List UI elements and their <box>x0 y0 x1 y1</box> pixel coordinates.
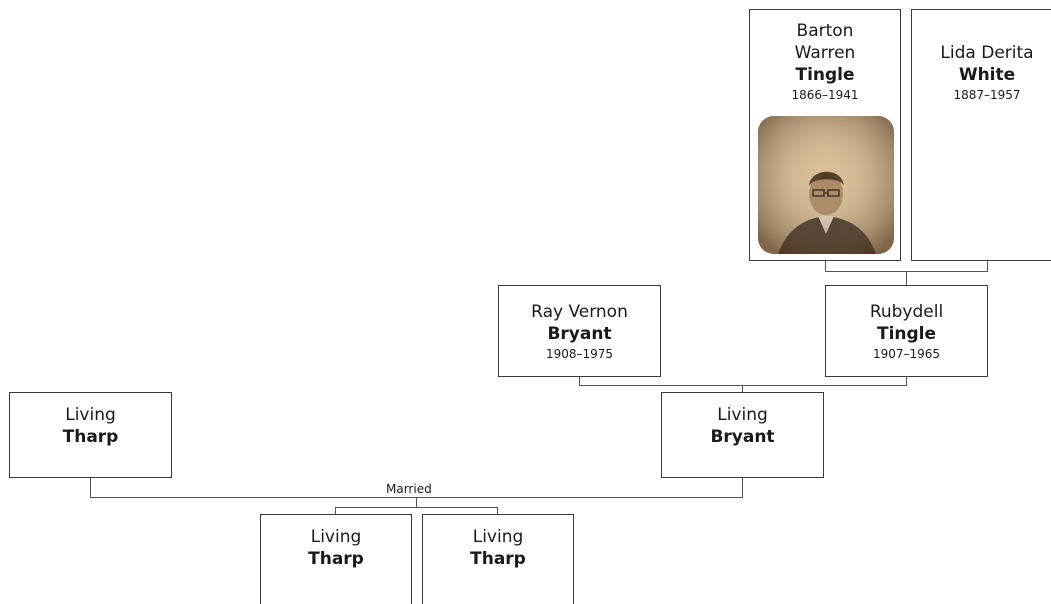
person-card-ray-vernon-bryant[interactable]: Ray Vernon Bryant 1908–1975 <box>498 285 661 377</box>
person-card-child-living-tharp[interactable]: Living Tharp <box>422 514 574 604</box>
given-name: Lida Derita <box>940 43 1034 63</box>
surname: Tharp <box>470 549 526 569</box>
person-card-child-living-tharp[interactable]: Living Tharp <box>260 514 412 604</box>
portrait-photo[interactable] <box>758 116 894 254</box>
given-name: Ray Vernon <box>531 302 628 322</box>
surname: Tingle <box>876 324 937 344</box>
given-name: Living <box>310 527 362 547</box>
connector-barton-lida <box>825 260 988 272</box>
life-dates: 1907–1965 <box>872 347 941 361</box>
person-card-lida-derita-white[interactable]: Lida Derita White 1887–1957 <box>911 9 1051 261</box>
given-name: Living <box>717 405 768 425</box>
given-name: Rubydell <box>869 302 944 322</box>
given-name: Living <box>472 527 524 547</box>
person-card-rubydell-tingle[interactable]: Rubydell Tingle 1907–1965 <box>825 285 988 377</box>
married-label: Married <box>384 482 434 496</box>
given-name: Warren <box>794 43 856 63</box>
surname: Tingle <box>795 65 855 85</box>
surname: Tharp <box>62 427 119 447</box>
portrait-figure-icon <box>758 116 894 254</box>
given-name: Living <box>65 405 116 425</box>
life-dates: 1908–1975 <box>545 347 614 361</box>
surname: White <box>958 65 1016 85</box>
person-card-living-bryant[interactable]: Living Bryant <box>661 392 824 478</box>
life-dates: 1866–1941 <box>791 88 859 102</box>
surname: Bryant <box>710 427 775 447</box>
surname: Tharp <box>308 549 364 569</box>
person-card-barton-warren-tingle[interactable]: Barton Warren Tingle 1866–1941 <box>749 9 901 261</box>
life-dates: 1887–1957 <box>953 88 1021 102</box>
connector-ray-rubydell <box>579 376 907 386</box>
connector-children <box>335 507 498 514</box>
surname: Bryant <box>547 324 612 344</box>
person-card-living-tharp[interactable]: Living Tharp <box>9 392 172 478</box>
given-name: Barton <box>796 21 854 41</box>
